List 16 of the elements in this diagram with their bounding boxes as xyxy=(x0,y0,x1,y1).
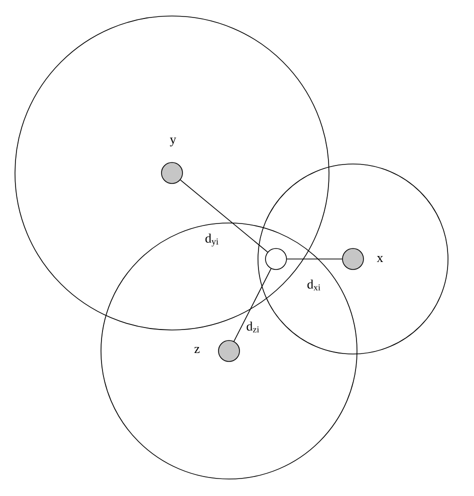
node-label: y xyxy=(170,138,176,146)
anchor-node xyxy=(342,248,364,270)
target-node xyxy=(265,248,287,270)
anchor-node xyxy=(218,340,240,362)
range-circle xyxy=(100,222,358,480)
node-label: x xyxy=(376,256,384,262)
range-circle xyxy=(14,16,330,330)
edge-label: d$_{yi}$ xyxy=(204,232,220,248)
node-label: z xyxy=(194,347,200,353)
range-circle xyxy=(258,164,448,354)
distance-line xyxy=(286,258,342,260)
distance-line xyxy=(180,180,268,252)
anchor-node xyxy=(161,162,183,184)
edge-label: d$_{zi}$ xyxy=(245,320,261,334)
edge-label: d$_{xi}$ xyxy=(306,278,322,292)
distance-line xyxy=(234,268,272,342)
